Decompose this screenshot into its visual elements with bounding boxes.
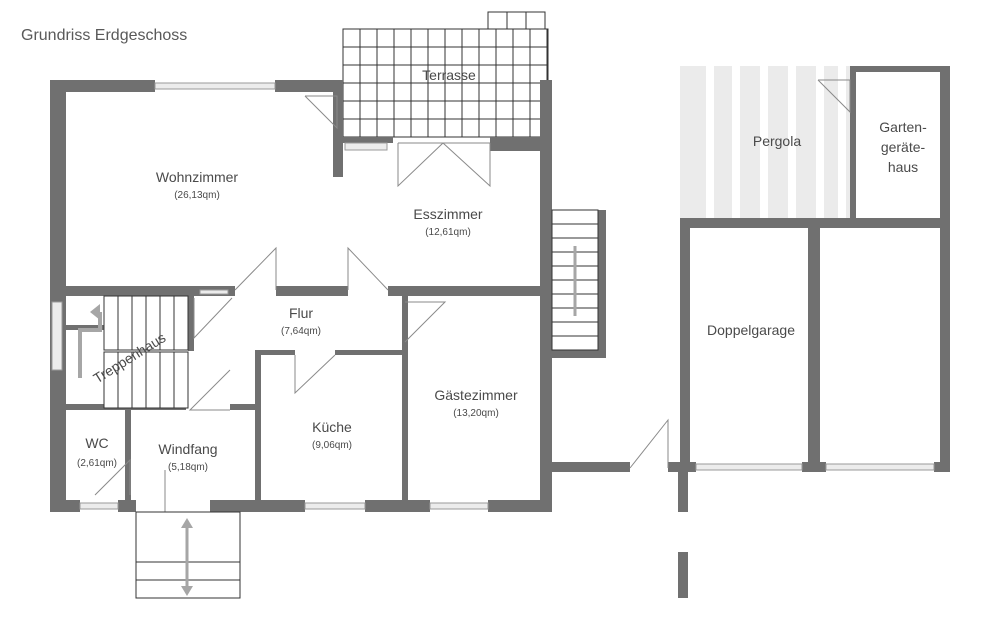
room-area-windfang: (5,18qm) [168, 462, 208, 473]
room-name-gartenhaus-line2: geräte- [881, 139, 926, 155]
room-area-esszimmer: (12,61qm) [425, 227, 471, 238]
terrace-tiles [342, 11, 549, 138]
room-name-terrasse: Terrasse [422, 67, 476, 83]
stair-arrow-head-icon [90, 304, 100, 320]
pergola [680, 66, 850, 218]
entrance-steps [135, 511, 241, 599]
room-name-doppelgarage: Doppelgarage [707, 322, 795, 338]
room-name-kueche: Küche [312, 419, 352, 435]
windows [51, 82, 935, 510]
room-name-gartenhaus-line3: haus [888, 159, 918, 175]
room-name-gartenhaus-line1: Garten- [879, 119, 927, 135]
room-area-wohnzimmer: (26,13qm) [174, 190, 220, 201]
room-name-wohnzimmer: Wohnzimmer [156, 169, 239, 185]
room-name-gaestezimmer: Gästezimmer [434, 387, 518, 403]
room-area-kueche: (9,06qm) [312, 440, 352, 451]
room-area-wc: (2,61qm) [77, 458, 117, 469]
room-name-esszimmer: Esszimmer [413, 206, 483, 222]
exterior-stairs-right [551, 209, 599, 351]
room-name-windfang: Windfang [158, 441, 217, 457]
stair-direction-arrow-icon [78, 312, 102, 378]
room-area-gaestezimmer: (13,20qm) [453, 408, 499, 419]
plan-title: Grundriss Erdgeschoss [21, 27, 187, 44]
room-area-flur: (7,64qm) [281, 326, 321, 337]
room-name-wc: WC [85, 435, 108, 451]
staircase [78, 295, 189, 409]
room-name-pergola: Pergola [753, 133, 801, 149]
door-swings [94, 79, 851, 513]
room-name-flur: Flur [289, 305, 313, 321]
